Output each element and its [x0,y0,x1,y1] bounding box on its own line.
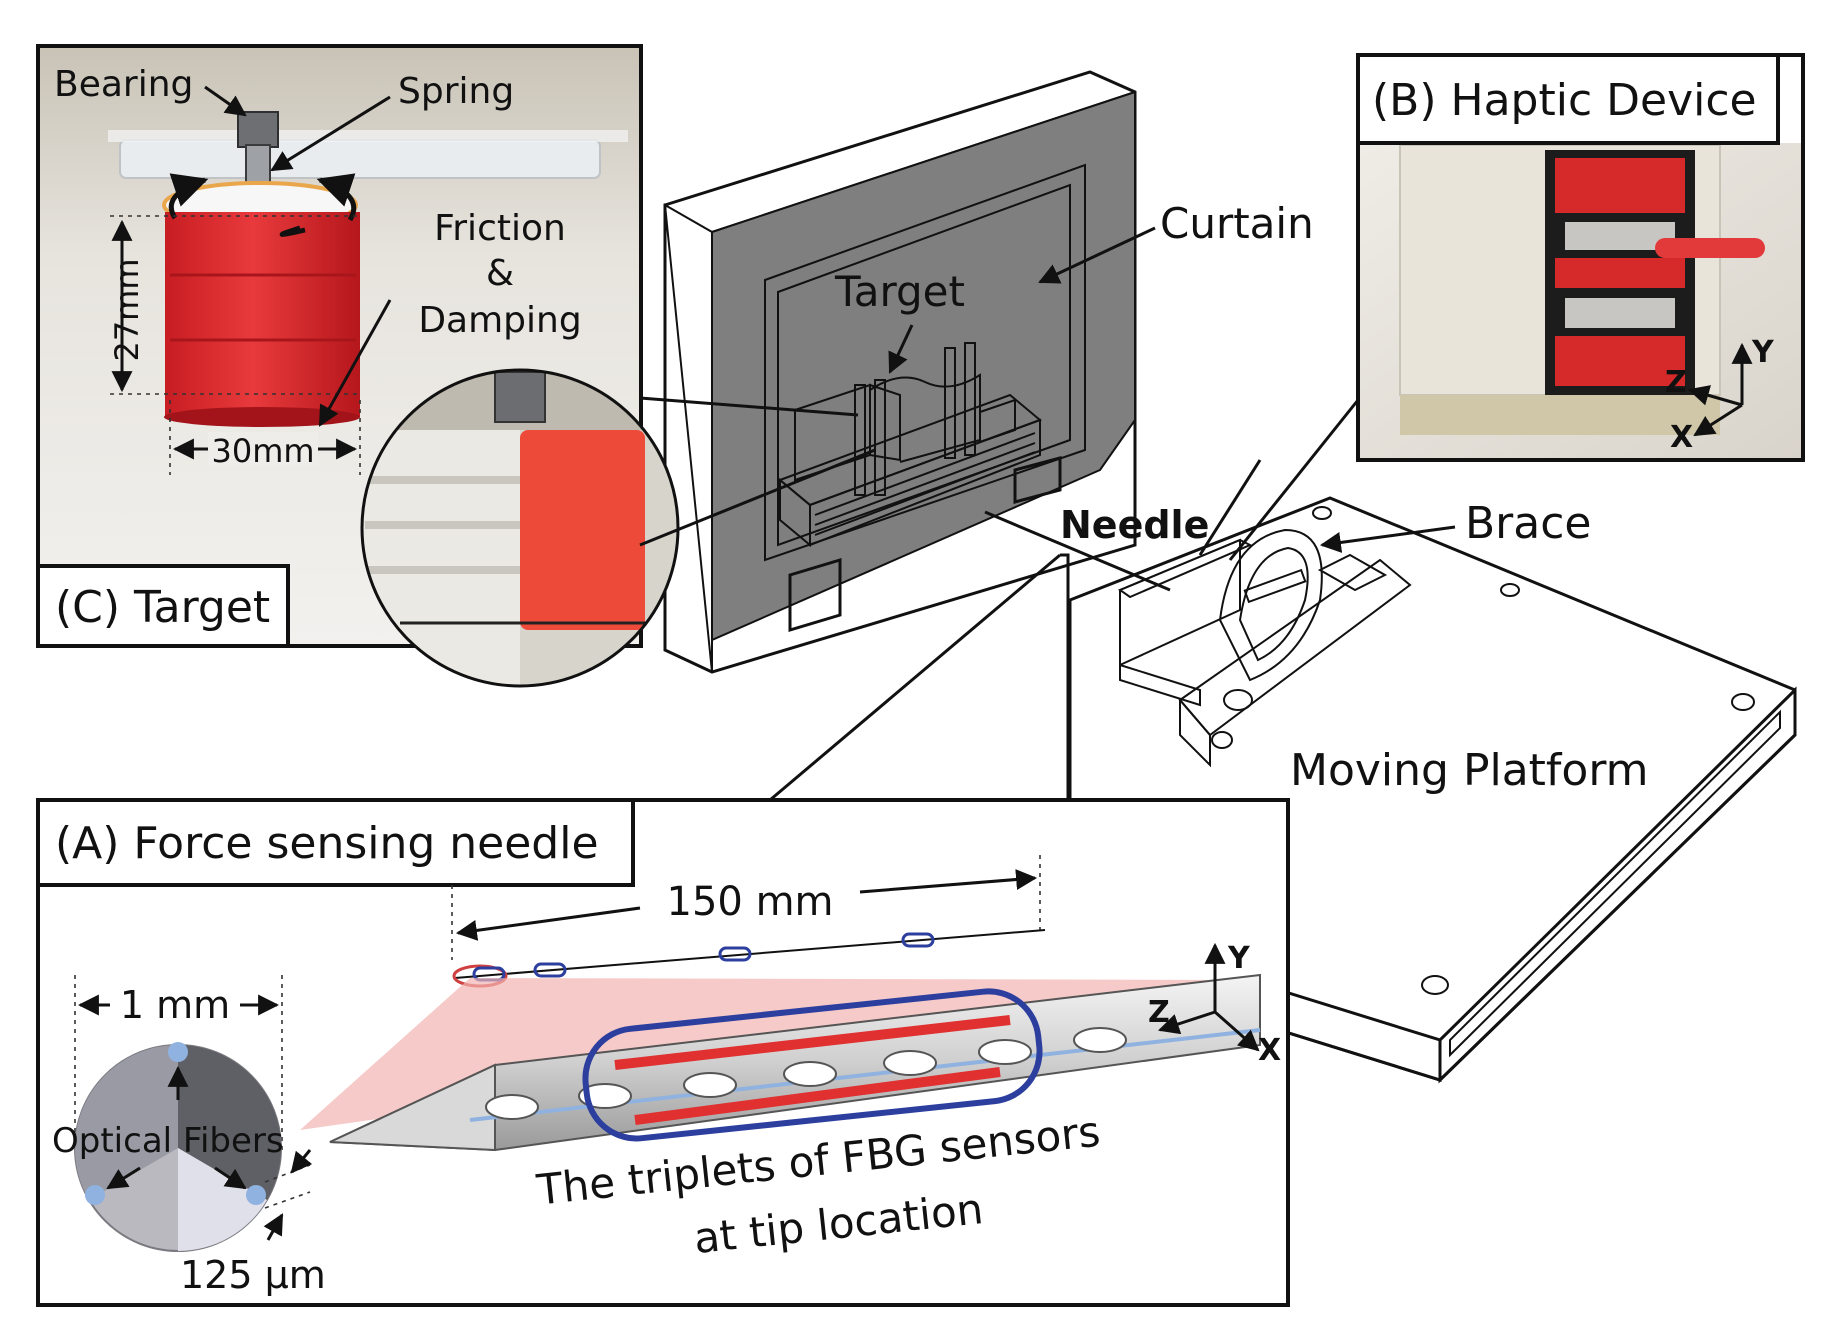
stand-foot-left [788,557,842,633]
fiber-1 [168,1042,188,1062]
stand-foot-right [1013,456,1062,504]
rotation-arrow-right [316,173,357,222]
diameter-dimension-label: 1 mm [120,983,230,1027]
spring-arrow [270,95,391,172]
panel-b-title-box [1356,53,1780,145]
panel-c-title-box [36,564,290,648]
stand-side [663,203,713,673]
length-dimension-left [455,906,641,941]
curtain-label: Curtain [1160,199,1314,248]
panel-b-haptic-device: Y Z X (B) Haptic Device [1356,53,1805,462]
brace-arrow [1319,525,1456,553]
fbg-marker-3 [718,946,752,962]
panel-a-connector-left [769,553,1061,802]
fiber-2 [85,1185,105,1205]
acrylic-bar [119,139,601,179]
platform-hole-1 [1312,506,1332,520]
haptic-handle [1655,238,1765,258]
needle-cross-section [74,1042,282,1252]
friction-label-line-3: Damping [418,300,581,341]
needle-axis-x-label: X [1258,1033,1281,1068]
fbg-sensor-strip-top [614,1015,1011,1070]
length-dimension-label: 150 mm [667,879,834,925]
platform-hole-4 [1421,975,1449,995]
haptic-axis-y-label: Y [1751,335,1775,370]
target-arrow [888,324,914,374]
optical-fibers-label: Optical Fibers [52,1121,284,1161]
friction-label-line-2: & [486,253,514,294]
needle-label: Needle [1060,503,1209,547]
haptic-device-assembly: Brace [1117,498,1592,768]
target-label: Target [834,267,965,316]
rotation-arrow-left [168,173,209,220]
fiber-3 [246,1185,266,1205]
brace-label: Brace [1465,498,1592,549]
panel-c-target: 27mm 30mm Bearing Spring Friction & Damp… [36,44,680,688]
needle-axis-y-label: Y [1227,941,1251,976]
fiber-dimension-label: 125 µm [180,1253,326,1297]
haptic-axis-x-label: X [1670,420,1693,455]
curtain-arrow [1038,226,1156,284]
stand-frame [663,70,1137,674]
needle-axis-z-label: Z [1148,995,1170,1030]
needle-axis-x [1214,1010,1260,1052]
needle-slots [485,1027,1127,1120]
friction-label-line-1: Friction [434,208,566,249]
friction-arrow [318,299,392,427]
needle-shaft [984,510,1171,592]
bearing-label: Bearing [54,64,193,105]
bearing-arrow [204,85,247,117]
panel-a-title: (A) Force sensing needle [55,818,599,869]
platform-groove [1449,709,1781,1058]
panel-a-connector-right [1060,553,1070,800]
haptic-axis-z-label: Z [1665,365,1687,400]
length-dimension-right [859,869,1038,894]
fbg-marker-4 [901,932,935,948]
haptic-axis-x [1693,403,1743,437]
width-dimension-label: 30mm [211,432,314,470]
target-cylinder [165,212,360,417]
platform-hole-2 [1500,583,1520,597]
panel-c-title: (C) Target [55,582,270,633]
needle-insertion-setup: Curtain Target [663,70,1314,674]
spring-label: Spring [398,71,514,112]
zoom-connector-lower [639,448,876,547]
panel-a-force-sensing-needle: (A) Force sensing needle 150 mm [36,798,1290,1307]
curtain-window-inner [777,183,1071,547]
zoom-connector-upper [639,396,859,417]
fbg-triplet-outline [582,988,1043,1142]
height-dimension-label: 27mm [108,258,146,361]
fbg-sensor-strip-bottom [634,1067,1001,1125]
target-fixture [778,342,1042,548]
curtain-window [764,163,1086,562]
fbg-marker-2 [533,962,567,978]
haptic-axis-z [1687,385,1743,407]
zoom-circle-outline [360,368,680,688]
panel-b-title: (B) Haptic Device [1372,75,1757,126]
curtain [711,90,1136,642]
moving-platform-label: Moving Platform [1290,745,1649,796]
platform-hole-3 [1731,693,1755,711]
needle-axis-z [1158,1010,1216,1035]
bearing [237,111,279,148]
haptic-connector-left [1198,459,1262,556]
haptic-connector-right [1228,399,1360,561]
panel-a-title-box [36,798,635,887]
